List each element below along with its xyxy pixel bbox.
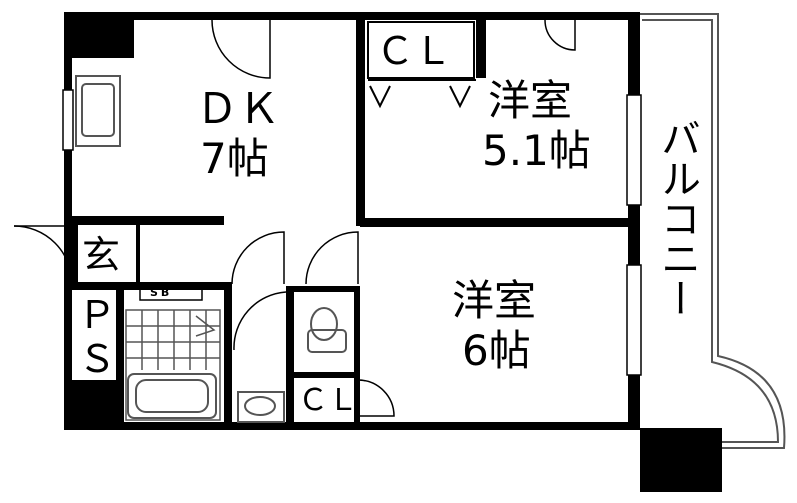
kitchen-sink	[75, 75, 121, 147]
structural-column-bottom-right	[640, 428, 722, 492]
western-room-south-name: 洋室	[452, 276, 537, 325]
door-swings	[13, 19, 576, 417]
closet-top	[367, 21, 476, 109]
bathroom	[125, 309, 221, 421]
washbasin	[237, 391, 285, 423]
balcony-outline	[637, 13, 786, 449]
western-room-north-size: 5.1帖	[482, 126, 591, 175]
closet-bottom-label: ＣＬ	[298, 383, 358, 418]
structural-column-top-left	[64, 12, 134, 58]
toilet	[307, 307, 347, 353]
balcony-label: バルコニー	[654, 118, 700, 318]
windows	[62, 89, 642, 376]
bathtub	[127, 373, 217, 419]
pipe-space-label-s: Ｓ	[78, 337, 117, 381]
western-room-south-size: 6帖	[462, 326, 531, 375]
entrance-label: 玄	[82, 233, 121, 277]
shoebox-label: SB	[150, 286, 173, 299]
interior-walls	[64, 20, 632, 426]
pipe-space-label-p: Ｐ	[78, 293, 117, 337]
dk-room-name: ＤＫ	[196, 84, 281, 133]
closet-top-label: ＣＬ	[376, 29, 453, 73]
western-room-north-name: 洋室	[488, 76, 573, 125]
shoebox	[139, 285, 203, 301]
structural-column-bottom-left	[64, 380, 120, 430]
dk-room-size: 7帖	[200, 134, 269, 183]
